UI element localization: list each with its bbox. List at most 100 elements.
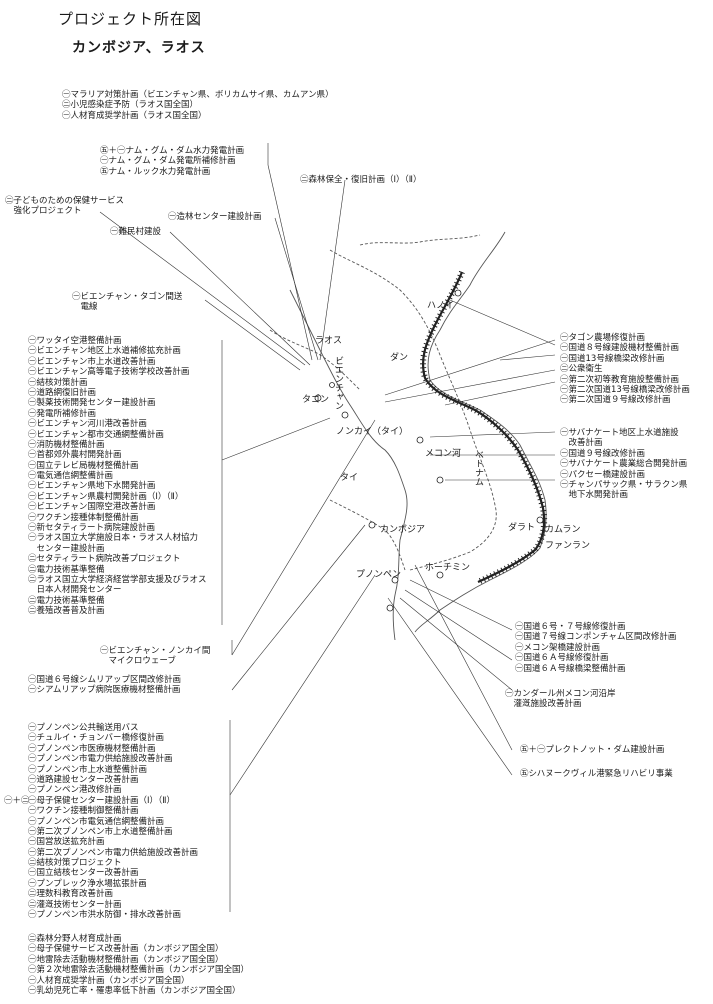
- label-line: ㊀プノンペン市電気通信網整備計画: [28, 816, 165, 827]
- label-line: ㊀プノンペン公共輸送用バス: [28, 723, 139, 733]
- label-line: ㊁理数科教育改善計画: [28, 889, 114, 900]
- label-line: ㊀道路網復旧計画: [28, 387, 97, 398]
- town-savannakhet: [416, 436, 424, 444]
- label-line: ㊁養殖改善普及計画: [28, 606, 105, 617]
- label-line: ㊁森林保全・復旧計画（Ⅰ）（Ⅱ）: [300, 175, 422, 185]
- label-line: ㊁灌漑技術センター計画: [28, 899, 122, 910]
- place-thai: タイ: [340, 473, 359, 483]
- label-line: ㊁電力技術基準整備: [28, 564, 105, 575]
- place-hochiminh: ホーチミン: [425, 563, 471, 573]
- label-line: ㊀カンダール州メコン河沿岸: [505, 689, 616, 699]
- label-line: ㊀地雷除去活動機材整備計画（カンボジア国全国）: [28, 954, 224, 965]
- place-nongkhai: ノンカイ（タイ）: [336, 427, 409, 437]
- label-line: 改善計画: [560, 438, 603, 449]
- label-line: ㊀第二次プノンペン市電力供給施設改善計画: [28, 847, 199, 858]
- label-line: ㊀ビエンチャン国際空港改善計画: [28, 502, 156, 513]
- label-line: ㊀第２次地雷除去活動機材整備計画（カンボジア国全国）: [28, 965, 250, 976]
- town-nongkhai: [341, 411, 349, 419]
- label-line: ㊀国立テレビ局機材整備計画: [28, 460, 139, 471]
- town-hanoi: [454, 289, 462, 297]
- label-line: ㊀母子保健サービス改善計画（カンボジア国全国）: [28, 944, 224, 955]
- label-line: ㊄＋㊀プレクトノット・ダム建設計画: [520, 745, 665, 755]
- label-line: ㊀ナム・グム・ダム発電所補修計画: [100, 156, 236, 167]
- label-line: ㊁セタティラート病院改善プロジェクト: [28, 554, 181, 565]
- label-line: ㊁ラオス国立大学経済経営学部支援及びラオス: [28, 574, 207, 585]
- town-hochiminh: [436, 571, 444, 579]
- label-line: ㊀サバナケート地区上水道施設: [560, 428, 679, 438]
- label-line: ㊀プノンペン市電力供給施設改善計画: [28, 754, 173, 765]
- label-line: 日本人材開発センター: [28, 585, 122, 596]
- place-phanrang: ファンラン: [545, 541, 591, 551]
- label-line: ㊄＋㊀ナム・グム・ダム水力発電計画: [100, 146, 245, 156]
- label-group-route6: ㊀国道６号線シムリアップ区間改修計画 ㊀シアムリアップ病院医療機材整備計画: [28, 675, 181, 696]
- label-line: ㊀マラリア対策計画（ビエンチャン県、ボリカムサイ県、カムアン県）: [62, 90, 334, 100]
- label-line: ㊀ワッタイ空港整備計画: [28, 336, 122, 346]
- label-line: 電線: [72, 302, 98, 313]
- label-line: ㊀国立結核センター改善計画: [28, 868, 139, 879]
- label-line: ㊀プンプレック浄水場拡張計画: [28, 878, 147, 889]
- town-kampot: [386, 604, 394, 612]
- town-camranh: [536, 516, 544, 524]
- border-dashed-3: [329, 499, 406, 571]
- page-subtitle: カンボジア、ラオス: [72, 40, 206, 56]
- label-group-forest: ㊁森林保全・復旧計画（Ⅰ）（Ⅱ）: [300, 175, 421, 185]
- label-line: ㊀道路建設センター改善計画: [28, 774, 139, 785]
- label-line: ㊀ワクチン接種制御整備計画: [28, 806, 139, 817]
- label-line: ㊀チュルイ・チョンバー橋修復計画: [28, 733, 165, 744]
- label-line: ㊀結核対策計画: [28, 377, 88, 388]
- label-line: ㊀人材育成奨学計画（カンボジア国全国）: [28, 975, 190, 986]
- label-line: ㊀チャンパサック県・サラクン県: [560, 479, 688, 490]
- label-group-microwave: ㊀ビエンチャン・ノンカイ間 マイクロウェーブ: [100, 646, 210, 667]
- label-line: ㊀国道７号線コンポンチャム区間改修計画: [515, 632, 677, 643]
- place-hanoi: ハノイ: [427, 301, 455, 311]
- label-line: ㊀発電所補修計画: [28, 408, 97, 419]
- label-group-kandal: ㊀カンダール州メコン河沿岸 灌漑施設改善計画: [505, 689, 616, 710]
- label-line: ㊀造林センター建設計画: [168, 212, 262, 222]
- border-dashed-4: [359, 234, 481, 246]
- label-line: ㊀第二次国道13号線橋梁改修計画: [560, 384, 690, 395]
- label-line: ㊀母子保健センター建設計画（Ⅰ）（Ⅱ）: [28, 795, 175, 806]
- label-group-phnompenh-prefix: ㊀＋㊁: [4, 796, 30, 806]
- label-line: ㊀プノンペン市洪水防御・排水改善計画: [28, 910, 182, 921]
- label-line: ㊀＋㊁: [4, 796, 30, 806]
- place-cambodia: カンボジア: [380, 525, 426, 535]
- town-vientiane: [314, 394, 322, 402]
- place-vientiane: ビエンチャン: [333, 356, 343, 410]
- label-line: ㊁電力技術基準整備: [28, 595, 105, 606]
- label-group-nam-ngum: ㊄＋㊀ナム・グム・ダム水力発電計画 ㊀ナム・グム・ダム発電所補修計画 ㊄ナム・ル…: [100, 146, 244, 177]
- label-line: ㊀シアムリアップ病院医療機材整備計画: [28, 685, 181, 696]
- label-line: 強化プロジェクト: [5, 206, 82, 217]
- label-line: ㊀タゴン農場修復計画: [560, 333, 646, 343]
- railway: [421, 271, 546, 584]
- label-group-right-mid: ㊀サバナケート地区上水道施設 改善計画 ㊀国道９号線改修計画 ㊀サバナケート農業…: [560, 428, 687, 501]
- label-line: ㊀国道６号・７号線修復計画: [515, 622, 626, 632]
- label-line: センター建設計画: [28, 543, 105, 554]
- label-line: ㊀電気通信網整備計画: [28, 471, 114, 482]
- label-line: ㊀ビエンチャン地区上水道補修拡充計画: [28, 346, 181, 357]
- label-line: ㊀国営放送拡充計画: [28, 837, 105, 848]
- label-line: ㊀国道８号線建設機材整備計画: [560, 343, 680, 354]
- town-pakse: [436, 476, 444, 484]
- label-line: ㊀人材育成奨学計画（ラオス国全国）: [62, 110, 207, 121]
- label-line: ㊄シハヌークヴィル港緊急リハビリ事業: [520, 769, 673, 779]
- label-group-forestry-center: ㊀造林センター建設計画: [168, 212, 262, 222]
- label-group-top-laos: ㊀マラリア対策計画（ビエンチャン県、ボリカムサイ県、カムアン県） ㊁小児感染症予…: [62, 90, 334, 121]
- label-line: 地下水開発計画: [560, 490, 629, 501]
- border-dashed-2: [269, 329, 361, 391]
- place-dalat: ダラト: [508, 523, 536, 533]
- label-line: ㊁小児感染症予防（ラオス国全国）: [62, 100, 199, 111]
- label-line: ㊀パクセー橋建設計画: [560, 469, 646, 480]
- label-group-right-low: ㊀国道６号・７号線修復計画 ㊀国道７号線コンポンチャム区間改修計画 ㊀メコン架橋…: [515, 622, 676, 674]
- label-group-vientiane: ㊀ワッタイ空港整備計画 ㊀ビエンチャン地区上水道補修拡充計画 ㊀ビエンチャン市上…: [28, 336, 207, 617]
- place-laos: ラオス: [315, 336, 343, 346]
- town-siemreap: [368, 521, 376, 529]
- label-line: ㊀国道６Ａ号線修復計画: [515, 653, 609, 664]
- label-line: ㊀新セタティラート病院建設計画: [28, 523, 155, 534]
- place-dang: ダン: [390, 353, 409, 363]
- label-line: ㊁公衆衛生: [560, 364, 603, 375]
- place-phnompenh: プノンペン: [356, 570, 402, 580]
- town-tagon: [329, 382, 335, 388]
- label-line: ㊀ビエンチャン高等電子技術学校改善計画: [28, 367, 190, 378]
- label-line: ㊀第二次初等教育施設整備計画: [560, 374, 680, 385]
- label-line: ㊀国道９号線改修計画: [560, 448, 646, 459]
